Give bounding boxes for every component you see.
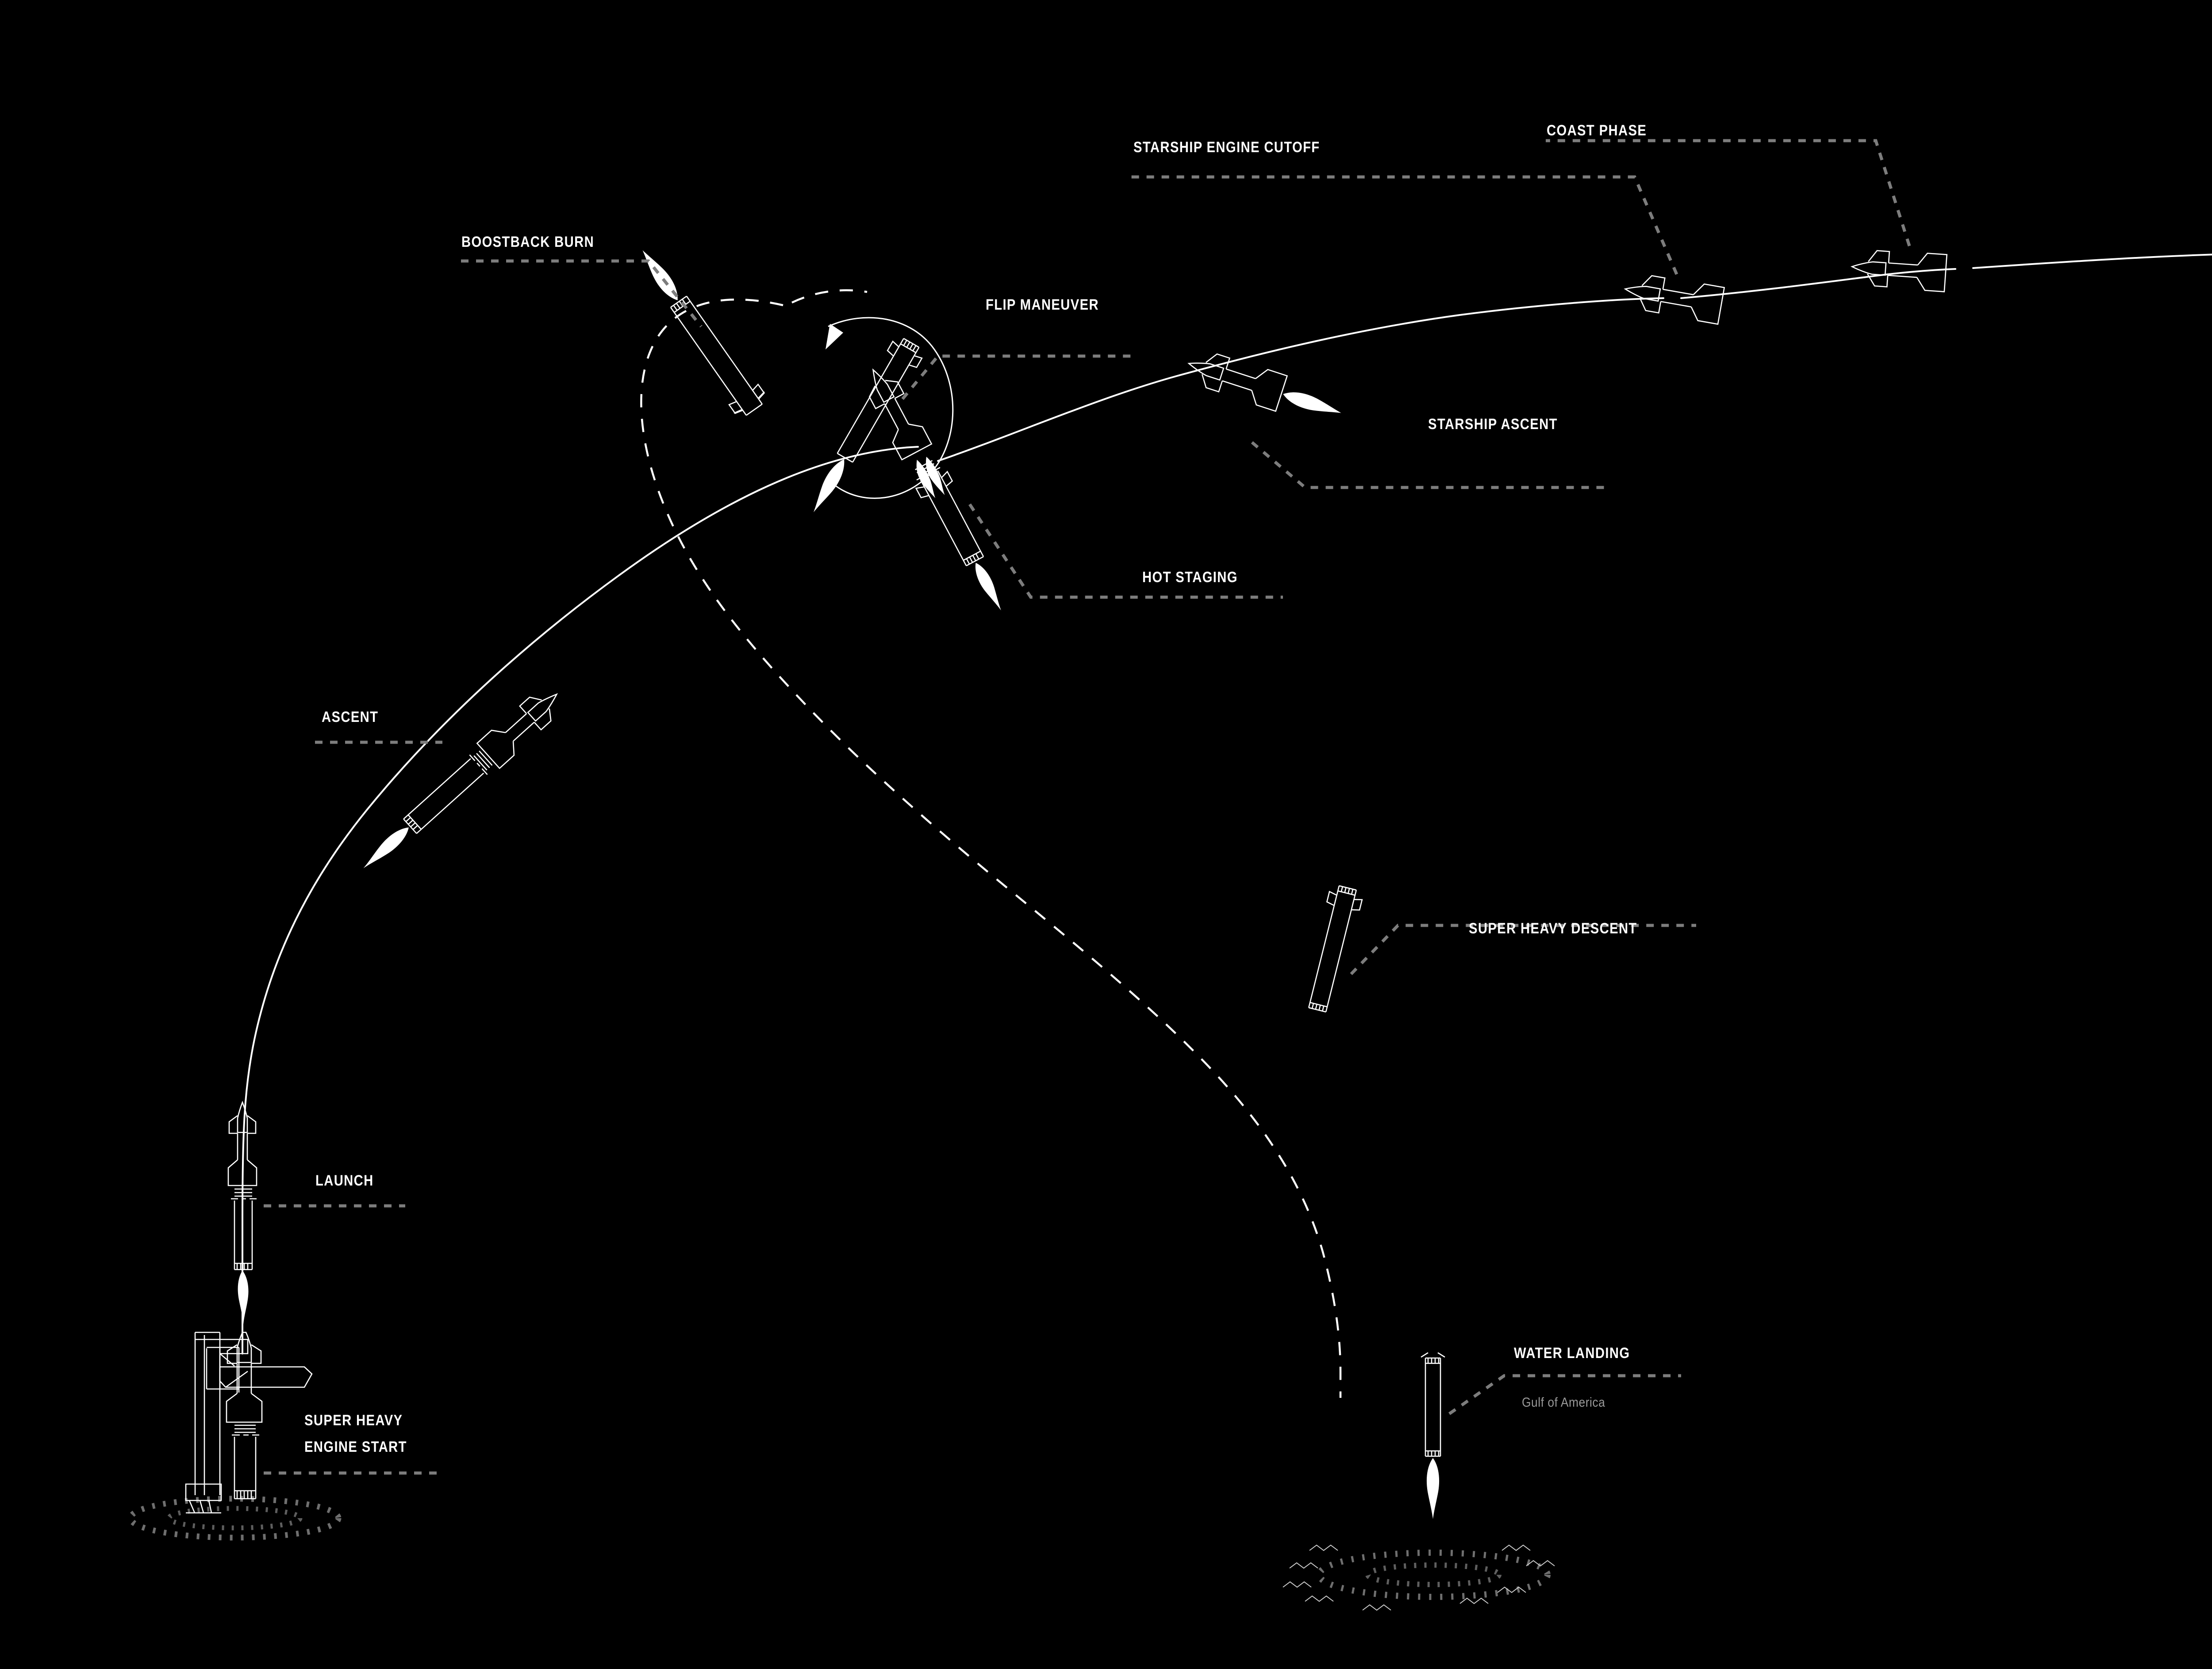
vehicle-hot-staging (868, 368, 1001, 610)
label-hot-staging: HOT STAGING (1142, 568, 1238, 586)
vehicle-super-heavy-descent (1308, 885, 1363, 1013)
label-water-landing-sublabel: Gulf of America (1522, 1394, 1605, 1409)
starship-ascent-trajectory (937, 297, 1664, 462)
pad-ground-ring (127, 1496, 342, 1541)
vehicle-starship-engine-cutoff (1624, 275, 1725, 325)
leader-super-heavy-descent (1350, 924, 1696, 975)
coast-phase-trajectory-2 (1972, 253, 2212, 269)
engine-plume-launch (238, 1270, 249, 1324)
vehicle-on-pad (226, 1331, 263, 1500)
engine-plume-water-landing (1426, 1458, 1440, 1519)
leader-coast-phase (1546, 139, 1911, 247)
labels: SUPER HEAVY ENGINE START LAUNCH ASCENT B… (304, 122, 1647, 1455)
label-water-landing: WATER LANDING (1514, 1344, 1630, 1362)
label-ascent: ASCENT (322, 708, 378, 725)
label-starship-ascent: STARSHIP ASCENT (1428, 415, 1558, 433)
booster-boostback-link (791, 289, 868, 304)
label-super-heavy-descent: SUPER HEAVY DESCENT (1469, 920, 1637, 937)
label-super-heavy-engine-start-line1: SUPER HEAVY (304, 1412, 403, 1429)
leader-water-landing (1448, 1374, 1681, 1415)
label-launch: LAUNCH (315, 1172, 374, 1189)
vehicle-ascent (363, 693, 558, 868)
launch-tower (185, 1331, 249, 1514)
vehicle-coast-phase (1850, 250, 1948, 292)
label-super-heavy-engine-start-line2: ENGINE START (304, 1438, 407, 1455)
trajectories (242, 253, 2212, 1398)
super-heavy-descent-trajectory (640, 298, 1342, 1398)
coast-phase-trajectory (1680, 268, 1956, 299)
vehicle-starship-ascent (1187, 353, 1341, 413)
label-starship-engine-cutoff: STARSHIP ENGINE CUTOFF (1133, 138, 1320, 156)
vehicle-flip-maneuver (814, 317, 954, 512)
ascent-trajectory (242, 446, 919, 1354)
label-boostback-burn: BOOSTBACK BURN (461, 233, 594, 250)
leader-starship-ascent (1251, 441, 1610, 489)
vehicle-launch (227, 1101, 257, 1324)
vehicle-boostback-burn (642, 250, 765, 416)
label-flip-maneuver: FLIP MANEUVER (986, 296, 1099, 313)
label-coast-phase: COAST PHASE (1547, 122, 1647, 139)
leader-hot-staging (968, 503, 1283, 599)
wave-marks (1283, 1544, 1555, 1611)
flip-rotation-arc-icon (826, 317, 954, 499)
splashdown-zone-booster (1283, 1544, 1555, 1611)
leader-boostback-burn (461, 259, 703, 328)
leader-flip-maneuver (901, 354, 1133, 400)
leader-lines (264, 139, 1911, 1475)
vehicle-water-landing (1421, 1352, 1445, 1519)
launch-pad-complex (127, 1331, 342, 1541)
leader-starship-engine-cutoff (1131, 175, 1678, 275)
